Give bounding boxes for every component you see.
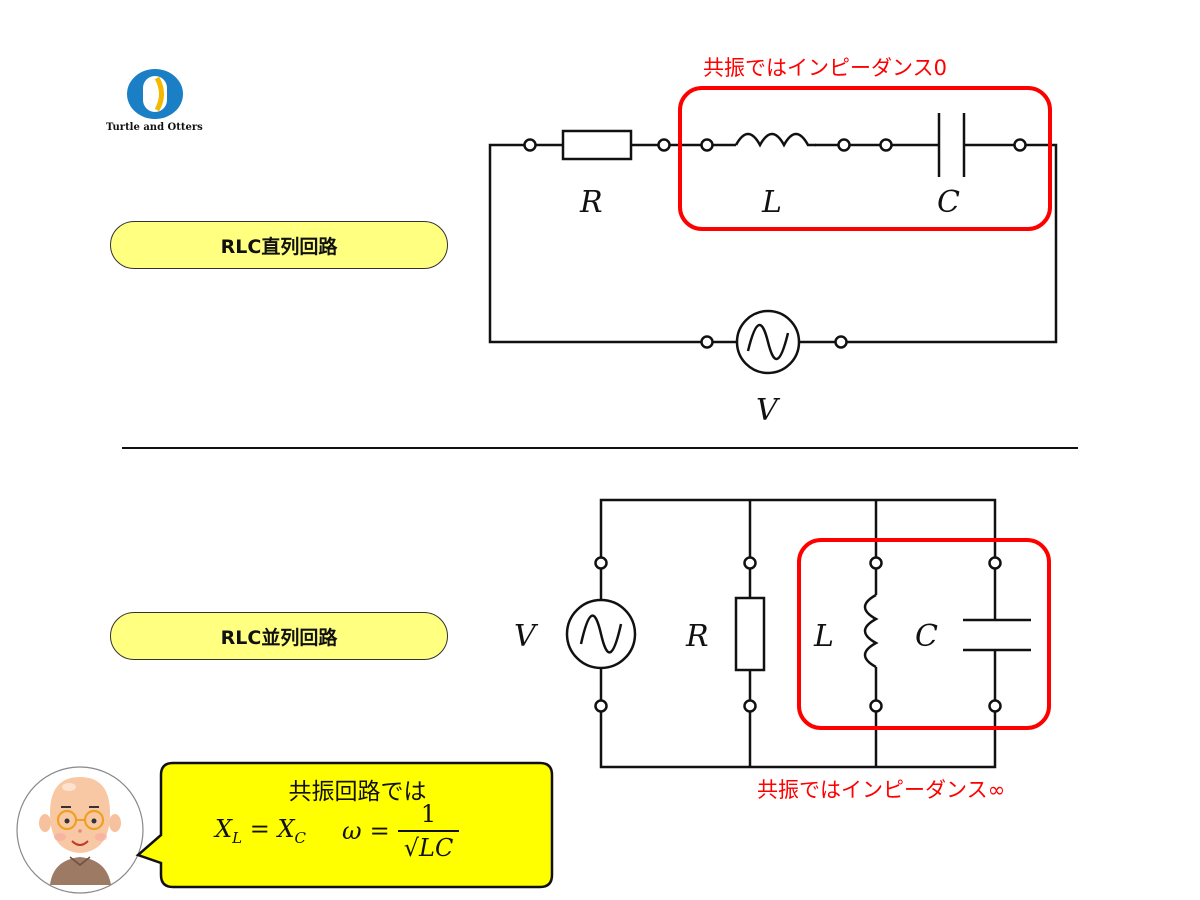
series-terminals <box>523 138 1027 349</box>
speech-bubble <box>135 761 554 889</box>
parallel-inductor <box>863 593 879 669</box>
fraction: 1 √LC <box>397 800 460 862</box>
parallel-highlight-box <box>797 538 1051 730</box>
series-title-text: RLC直列回路 <box>220 235 338 258</box>
xl-base: X <box>215 815 233 844</box>
logo-icon <box>127 69 183 119</box>
bubble-heading: 共振回路では <box>288 779 427 805</box>
denominator: √LC <box>397 830 460 862</box>
formula-reactance: XL = XC <box>215 815 306 847</box>
xc-sub: C <box>294 828 307 847</box>
parallel-label-c: C <box>915 619 938 654</box>
series-inductor <box>734 132 816 148</box>
logo-text: Turtle and Otters <box>106 122 203 133</box>
resonance-formula: XL = XC ω = 1 √LC <box>215 800 460 862</box>
parallel-circuit-diagram: V R L C <box>514 498 1051 769</box>
series-wire-right <box>846 143 1058 344</box>
series-label-l: L <box>761 185 782 220</box>
eq-1: = <box>249 815 270 844</box>
series-circuit-diagram: R L C V <box>122 86 1078 449</box>
parallel-circuit-title: RLC並列回路 <box>110 612 448 660</box>
avatar <box>16 766 144 894</box>
series-label-v: V <box>756 393 781 428</box>
parallel-label-r: R <box>685 619 709 654</box>
xl-sub: L <box>232 828 243 847</box>
parallel-title-text: RLC並列回路 <box>220 626 338 649</box>
parallel-label-l: L <box>813 619 834 654</box>
parallel-label-v: V <box>514 619 539 654</box>
parallel-annotation: 共振ではインピーダンス∞ <box>757 778 1006 802</box>
series-highlight-box <box>678 86 1052 231</box>
series-resistor <box>561 129 633 161</box>
formula-omega: ω = 1 √LC <box>342 800 460 862</box>
series-label-c: C <box>937 185 960 220</box>
omega: ω <box>342 817 362 845</box>
numerator: 1 <box>420 800 437 828</box>
series-wire-left <box>488 143 702 344</box>
parallel-terminals <box>594 556 1002 713</box>
xc-base: X <box>277 815 295 844</box>
series-circuit-title: RLC直列回路 <box>110 221 448 269</box>
series-label-r: R <box>579 185 603 220</box>
parallel-resistor <box>734 596 766 672</box>
eq-2: = <box>369 817 390 845</box>
series-annotation: 共振ではインピーダンス0 <box>703 56 947 80</box>
